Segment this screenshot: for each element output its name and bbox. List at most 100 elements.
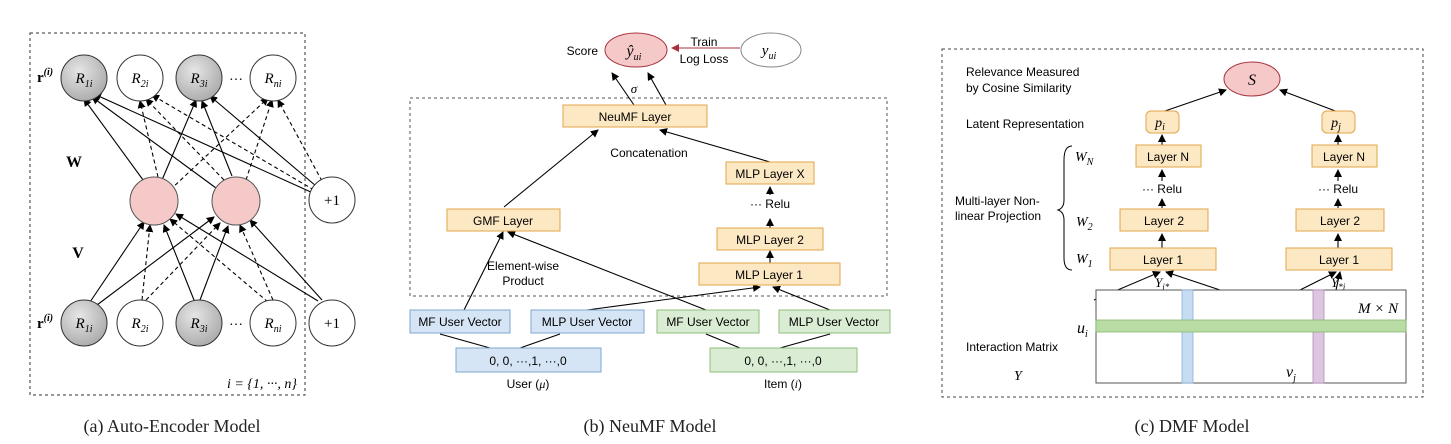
svg-text:MLP Layer X: MLP Layer X bbox=[735, 167, 804, 181]
relevance-label-1: Relevance Measured bbox=[966, 65, 1079, 79]
mlp-item-vector-box: MLP User Vector bbox=[778, 309, 891, 334]
log-loss-label: Log Loss bbox=[680, 52, 729, 66]
y-node: yui bbox=[740, 32, 802, 68]
interaction-matrix-label: Interaction Matrix bbox=[966, 340, 1058, 354]
caption-c: (c) DMF Model bbox=[1135, 416, 1250, 437]
svg-text:R3i: R3i bbox=[190, 316, 208, 335]
layer-1-right: Layer 1 bbox=[1285, 247, 1393, 271]
caption-b: (b) NeuMF Model bbox=[584, 416, 717, 437]
svg-text:Layer 1: Layer 1 bbox=[1143, 253, 1183, 267]
yhat-node: ŷui bbox=[604, 32, 668, 68]
ellipsis-top: ··· bbox=[229, 73, 243, 88]
pj-box: pj bbox=[1321, 110, 1356, 134]
multi-layer-label-1: Multi-layer Non- bbox=[955, 194, 1040, 208]
panel-c-dmf: Relevance Measured by Cosine Similarity … bbox=[941, 48, 1424, 437]
svg-text:GMF Layer: GMF Layer bbox=[473, 214, 533, 228]
ellipsis-bottom: ··· bbox=[229, 318, 243, 333]
mlp-layer-x-box: MLP Layer X bbox=[725, 161, 815, 185]
caption-a: (a) Auto-Encoder Model bbox=[84, 416, 261, 437]
item-onehot-box: 0, 0, ···,1, ···,0 bbox=[709, 347, 858, 373]
r-label-top: r(i) bbox=[37, 67, 53, 86]
input-node-rni: Rni bbox=[249, 299, 297, 347]
mlp-layer-1-box: MLP Layer 1 bbox=[698, 262, 841, 286]
wn-label: WN bbox=[1075, 150, 1095, 168]
item-column-band bbox=[1181, 289, 1194, 384]
svg-text:R3i: R3i bbox=[190, 71, 208, 90]
svg-text:Layer N: Layer N bbox=[1147, 150, 1189, 164]
svg-text:Layer 2: Layer 2 bbox=[1144, 214, 1184, 228]
mf-user-vector-box: MF User Vector bbox=[409, 309, 511, 334]
latent-label: Latent Representation bbox=[966, 117, 1084, 131]
svg-text:NeuMF Layer: NeuMF Layer bbox=[599, 110, 672, 124]
svg-text:Rni: Rni bbox=[264, 316, 282, 335]
svg-text:pj: pj bbox=[1330, 116, 1341, 133]
svg-text:0, 0, ···,1, ···,0: 0, 0, ···,1, ···,0 bbox=[744, 354, 822, 368]
svg-text:MLP Layer 1: MLP Layer 1 bbox=[735, 268, 803, 282]
hidden-node-2 bbox=[211, 176, 261, 226]
input-node-r2i: R2i bbox=[116, 299, 164, 347]
svg-text:R2i: R2i bbox=[131, 316, 149, 335]
panel-a-frame bbox=[29, 32, 306, 396]
svg-text:Layer 2: Layer 2 bbox=[1320, 214, 1360, 228]
w2-label: W2 bbox=[1076, 215, 1093, 233]
svg-text:MF User Vector: MF User Vector bbox=[666, 315, 749, 329]
index-set-label: i = {1, ···, n} bbox=[227, 377, 297, 392]
output-node-r1i: R1i bbox=[60, 54, 108, 102]
sigma-label: σ bbox=[631, 81, 638, 96]
multi-layer-label-2: linear Projection bbox=[955, 209, 1041, 223]
layer-2-left: Layer 2 bbox=[1119, 208, 1209, 232]
svg-text:R1i: R1i bbox=[75, 71, 93, 90]
relu-left: ··· Relu bbox=[1142, 182, 1182, 196]
svg-text:MF User Vector: MF User Vector bbox=[418, 315, 501, 329]
y-matrix-label: Y bbox=[1014, 369, 1024, 384]
elementwise-label-1: Element-wise bbox=[487, 259, 559, 273]
svg-text:Layer 1: Layer 1 bbox=[1319, 253, 1359, 267]
svg-text:R2i: R2i bbox=[131, 71, 149, 90]
dmf-edges bbox=[1093, 88, 1343, 301]
neumf-layer-box: NeuMF Layer bbox=[562, 104, 708, 128]
output-node-r2i: R2i bbox=[116, 54, 164, 102]
svg-text:MLP User Vector: MLP User Vector bbox=[789, 315, 879, 329]
svg-text:ŷui: ŷui bbox=[625, 43, 642, 63]
output-node-rni: Rni bbox=[249, 54, 297, 102]
neumf-edges bbox=[439, 44, 831, 349]
vj-label: vj bbox=[1286, 364, 1296, 384]
panel-b-frame bbox=[409, 97, 888, 297]
user-row-band bbox=[1095, 319, 1407, 333]
svg-text:MLP Layer 2: MLP Layer 2 bbox=[736, 233, 804, 247]
similarity-node: S bbox=[1223, 61, 1281, 97]
relu-right: ··· Relu bbox=[1318, 182, 1358, 196]
ui-label: ui bbox=[1077, 320, 1088, 340]
relu-label-b: ··· Relu bbox=[750, 197, 790, 211]
panel-c-frame bbox=[941, 48, 1424, 398]
svg-text:+1: +1 bbox=[324, 316, 340, 332]
bias-node-v: +1 bbox=[308, 299, 356, 347]
w-label: W bbox=[66, 154, 82, 171]
mlp-user-vector-box: MLP User Vector bbox=[530, 309, 645, 334]
concatenation-label: Concatenation bbox=[610, 146, 687, 160]
input-node-r1i: R1i bbox=[60, 299, 108, 347]
mf-item-vector-box: MF User Vector bbox=[656, 309, 760, 334]
panel-b-neumf: Score ŷui Train Log Loss yui σ NeuMF Lay… bbox=[409, 32, 891, 437]
svg-text:yui: yui bbox=[760, 43, 777, 62]
svg-text:pi: pi bbox=[1154, 116, 1165, 133]
train-label: Train bbox=[691, 35, 718, 49]
elementwise-label-2: Product bbox=[502, 274, 544, 288]
user-label: User (μ) bbox=[507, 377, 550, 391]
svg-text:S: S bbox=[1248, 72, 1256, 89]
matrix-size-label: M × N bbox=[1357, 301, 1399, 317]
bias-node-w: +1 bbox=[308, 176, 356, 224]
panel-a-autoencoder: r(i) R1i R2i R3i ··· Rni W V +1 r(i) bbox=[29, 32, 356, 437]
interaction-matrix bbox=[1095, 289, 1407, 384]
input-node-r3i: R3i bbox=[175, 299, 223, 347]
hidden-node-1 bbox=[129, 176, 179, 226]
gmf-layer-box: GMF Layer bbox=[446, 208, 561, 232]
v-label: V bbox=[72, 245, 84, 262]
svg-text:0, 0, ···,1, ···,0: 0, 0, ···,1, ···,0 bbox=[489, 354, 567, 368]
w1-label: W1 bbox=[1076, 252, 1093, 270]
user-column-band bbox=[1312, 289, 1325, 384]
r-label-bottom: r(i) bbox=[37, 313, 53, 332]
relevance-label-2: by Cosine Similarity bbox=[966, 81, 1071, 95]
svg-text:Rni: Rni bbox=[264, 71, 282, 90]
